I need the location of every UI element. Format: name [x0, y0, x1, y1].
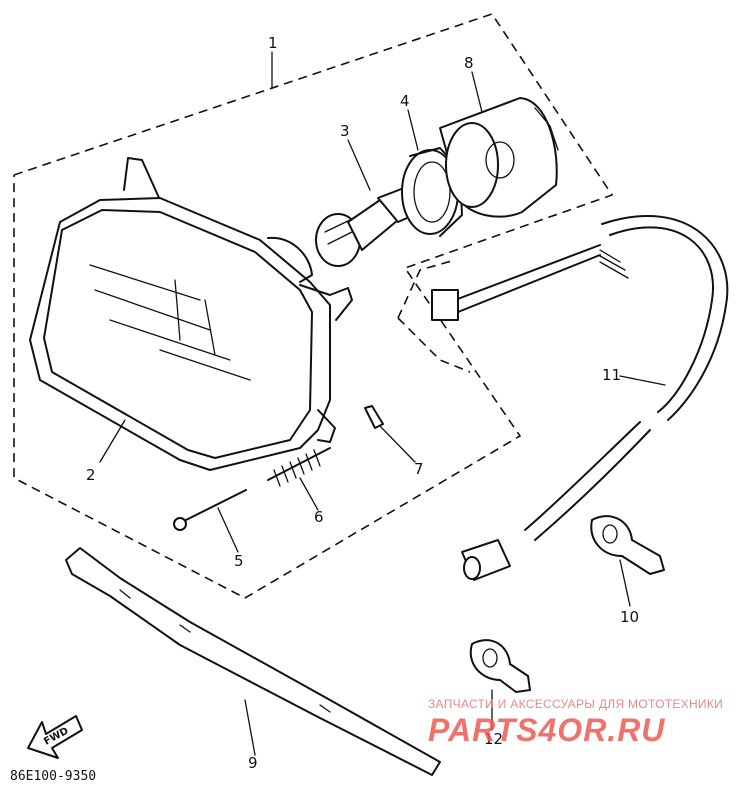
bulb [315, 187, 417, 267]
assembly-boundary-1 [13, 13, 614, 599]
bulb-holder [401, 147, 463, 237]
callout-5: 5 [234, 552, 244, 570]
cable-clamp-10 [590, 515, 665, 575]
callout-1: 1 [268, 34, 278, 52]
wiring-harness [431, 215, 729, 581]
headlight-unit [29, 157, 353, 471]
fwd-arrow-icon: FWD [27, 715, 83, 759]
callout-12: 12 [484, 730, 503, 748]
callout-11: 11 [602, 366, 621, 384]
callout-6: 6 [314, 508, 324, 526]
callout-8: 8 [464, 54, 474, 72]
callout-2: 2 [86, 466, 96, 484]
watermark-tagline: ЗАПЧАСТИ И АКСЕССУАРЫ ДЛЯ МОТОТЕХНИКИ [428, 697, 724, 711]
watermark-brand: PARTS4OR.RU [428, 712, 666, 748]
clip [364, 405, 384, 429]
diagram-code: 86E100-9350 [10, 769, 96, 784]
callout-9: 9 [248, 754, 258, 772]
callout-10: 10 [620, 608, 639, 626]
callout-7: 7 [414, 460, 424, 478]
spring [267, 447, 331, 487]
bracket-plate [65, 547, 441, 776]
callout-leaders [99, 51, 666, 756]
bulb-cover [439, 97, 559, 218]
callout-3: 3 [340, 122, 350, 140]
callout-4: 4 [400, 92, 410, 110]
bolt [173, 489, 247, 531]
harness-boundary [397, 259, 471, 373]
cable-clamp-12 [469, 639, 531, 693]
